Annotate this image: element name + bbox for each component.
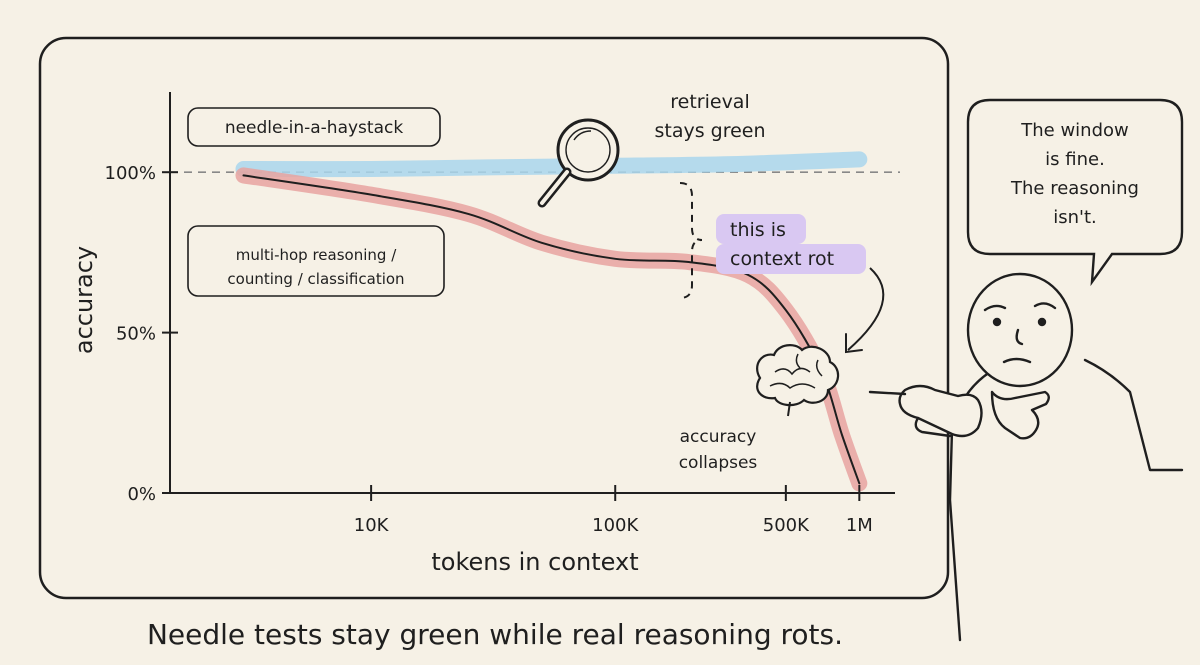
- callout-line2: context rot: [730, 248, 834, 270]
- retrieval-annotation-line1: retrieval: [670, 91, 749, 113]
- chart-frame: [38, 36, 950, 600]
- x-tick-label: 10K: [354, 515, 390, 536]
- collapse-annotation-line2: collapses: [679, 453, 758, 473]
- callout-line1: this is: [730, 219, 786, 241]
- y-tick-label: 0%: [127, 484, 156, 505]
- magnifier-icon: [537, 118, 620, 208]
- thinking-person-icon: [868, 272, 1184, 642]
- x-tick-label: 500K: [763, 515, 810, 536]
- speech-line-4: isn't.: [1053, 207, 1097, 228]
- reasoning-label-box: [187, 225, 445, 297]
- x-axis-label: tokens in context: [431, 548, 638, 576]
- callout-highlight-2: [716, 244, 866, 274]
- brain-icon: [756, 344, 840, 417]
- callout-arrow: [847, 267, 885, 351]
- retrieval-annotation-line2: stays green: [654, 120, 765, 142]
- speech-line-3: The reasoning: [1010, 178, 1139, 199]
- callout-highlight-1: [716, 214, 806, 244]
- needle-series-label: needle-in-a-haystack: [225, 118, 404, 138]
- series-band-0: [235, 151, 868, 178]
- gap-bracket: [679, 182, 703, 299]
- caption: Needle tests stay green while real reaso…: [147, 618, 843, 651]
- speech-line-2: is fine.: [1045, 149, 1105, 170]
- x-tick-label: 1M: [846, 515, 873, 536]
- callout-arrowhead: [845, 333, 863, 354]
- collapse-annotation-line1: accuracy: [680, 427, 757, 447]
- speech-bubble: [966, 98, 1184, 287]
- y-tick-label: 50%: [116, 324, 156, 345]
- speech-line-1: The window: [1020, 120, 1129, 141]
- x-tick-label: 100K: [592, 515, 639, 536]
- y-tick-label: 100%: [105, 163, 156, 184]
- reasoning-series-label: multi-hop reasoning /counting / classifi…: [227, 246, 404, 288]
- y-axis-label: accuracy: [70, 246, 98, 354]
- needle-label-box: [187, 107, 441, 147]
